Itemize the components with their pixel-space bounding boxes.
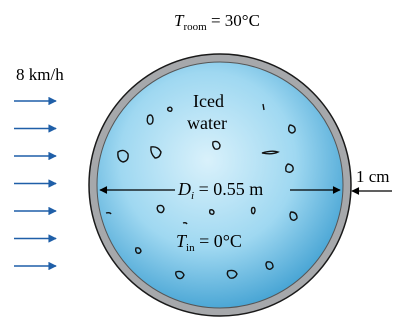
ice-piece	[262, 103, 265, 111]
ice-piece	[265, 261, 274, 270]
ice-piece	[166, 106, 173, 112]
ice-piece	[117, 149, 129, 163]
ice-piece	[156, 204, 165, 214]
flow-arrows	[14, 96, 57, 271]
ice-piece	[208, 209, 215, 215]
ice-piece	[182, 221, 188, 225]
ice-piece	[146, 114, 154, 125]
ice-piece	[226, 269, 238, 279]
ice-piece	[212, 140, 221, 150]
content-label-line1: Iced	[193, 91, 224, 111]
ice-pieces	[105, 103, 298, 280]
ice-piece	[287, 124, 296, 134]
diameter-label: Di = 0.55 m	[178, 179, 264, 202]
iced-water	[96, 61, 344, 309]
wall-thickness-label: 1 cm	[356, 167, 390, 186]
content-label-line2: water	[187, 113, 227, 133]
ice-piece	[105, 211, 112, 215]
ice-piece	[261, 150, 280, 155]
ice-piece	[250, 206, 256, 215]
ice-piece	[134, 247, 142, 254]
ice-piece	[175, 270, 185, 280]
room-temperature-label: Troom = 30°C	[174, 11, 260, 33]
ice-piece	[150, 146, 162, 159]
inner-temperature-label: Tin = 0°C	[176, 231, 242, 254]
ice-piece	[289, 211, 298, 221]
ice-piece	[285, 163, 294, 173]
wind-speed-label: 8 km/h	[16, 65, 64, 84]
